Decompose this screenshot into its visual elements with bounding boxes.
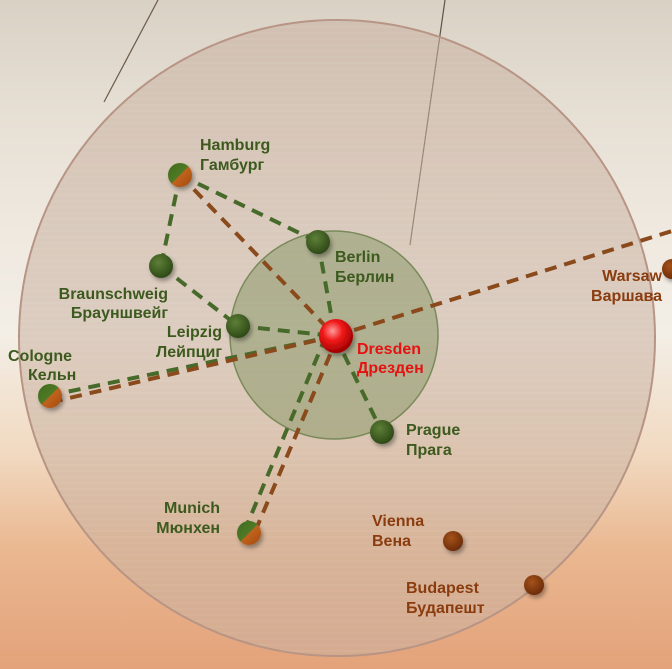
label-munich-latin: Munich — [164, 500, 220, 517]
marker-warsaw — [662, 259, 672, 279]
label-dresden-cyrillic: Дрезден — [357, 360, 424, 377]
marker-dresden — [319, 319, 353, 353]
marker-leipzig — [226, 314, 250, 338]
label-vienna-latin: Vienna — [372, 513, 424, 530]
label-braunschweig-latin: Braunschweig — [59, 286, 168, 303]
label-berlin-cyrillic: Берлин — [335, 269, 394, 286]
route-dresden-prague — [333, 335, 384, 433]
label-budapest-latin: Budapest — [406, 580, 480, 597]
label-leipzig-cyrillic: Лейпциг — [156, 344, 222, 361]
route-dresden-munich-green — [242, 335, 328, 533]
label-berlin-latin: Berlin — [335, 249, 380, 266]
label-braunschweig-cyrillic: Брауншвейг — [71, 305, 168, 322]
label-prague-cyrillic: Прага — [406, 442, 452, 459]
route-hamburg-berlin — [179, 173, 319, 244]
orange-routes — [51, 173, 672, 535]
label-dresden-latin: Dresden — [357, 341, 421, 358]
marker-berlin — [306, 230, 330, 254]
label-prague-latin: Prague — [406, 422, 460, 439]
route-leipzig-dresden — [237, 324, 336, 338]
route-dresden-munich-orange — [252, 335, 340, 535]
label-budapest-cyrillic: Будапешт — [406, 600, 485, 617]
label-vienna-cyrillic: Вена — [372, 533, 411, 550]
label-leipzig-latin: Leipzig — [167, 324, 222, 341]
city-markers — [38, 163, 672, 595]
label-cologne-latin: Cologne — [8, 348, 72, 365]
label-cologne-cyrillic: Кельн — [28, 367, 76, 384]
marker-budapest — [524, 575, 544, 595]
marker-prague — [370, 420, 394, 444]
route-hamburg-braunschweig — [159, 174, 182, 267]
label-warsaw-cyrillic: Варшава — [591, 288, 662, 305]
route-braunschweig-leipzig — [159, 264, 240, 328]
route-hamburg-dresden — [178, 173, 337, 338]
label-warsaw-latin: Warsaw — [602, 268, 662, 285]
route-berlin-dresden — [316, 241, 337, 337]
marker-vienna — [443, 531, 463, 551]
marker-braunschweig — [149, 254, 173, 278]
label-hamburg-latin: Hamburg — [200, 137, 270, 154]
marker-munich — [237, 521, 261, 545]
label-hamburg-cyrillic: Гамбург — [200, 157, 265, 174]
label-munich-cyrillic: Мюнхен — [156, 520, 220, 537]
marker-cologne — [38, 384, 62, 408]
marker-hamburg — [168, 163, 192, 187]
background-thin-line — [103, 0, 159, 103]
route-dresden-cologne-orange — [51, 334, 336, 404]
